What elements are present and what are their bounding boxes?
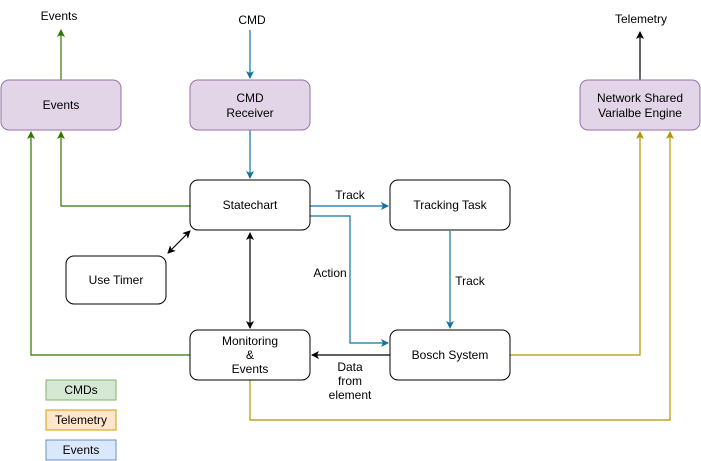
edge-statechart-to-events: [57, 131, 191, 207]
edge-bosch-to-network: [510, 131, 644, 356]
label-telemetry-out: Telemetry: [615, 12, 667, 26]
node-monitoring-line1: Monitoring: [222, 334, 278, 348]
node-bosch-system[interactable]: Bosch System: [389, 329, 511, 381]
legend-cmds: CMDs: [45, 379, 117, 401]
node-network-engine-line2: Varialbe Engine: [598, 106, 682, 120]
node-events[interactable]: Events: [0, 79, 122, 131]
label-cmd-in: CMD: [238, 13, 266, 27]
label-events-out: Events: [41, 9, 78, 23]
node-use-timer[interactable]: Use Timer: [65, 255, 167, 305]
edge-monitoring-to-events: [27, 131, 191, 356]
node-tracking-task-label: Tracking Task: [413, 198, 487, 212]
edge-statechart-to-bosch: [310, 215, 389, 347]
node-cmd-receiver-line2: Receiver: [226, 106, 273, 120]
legend-telemetry-label: Telemetry: [55, 413, 107, 427]
node-use-timer-label: Use Timer: [89, 273, 144, 287]
node-cmd-receiver[interactable]: CMD Receiver: [189, 79, 311, 131]
edge-monitoring-to-network: [249, 131, 674, 421]
label-data-line1: Data: [337, 360, 363, 374]
edge-statechart-usetimer: [167, 230, 191, 254]
node-statechart-label: Statechart: [223, 198, 278, 212]
legend-cmds-label: CMDs: [64, 383, 97, 397]
node-cmd-receiver-line1: CMD: [236, 91, 264, 105]
label-track-top: Track: [335, 188, 366, 202]
label-data-line3: element: [329, 388, 372, 402]
node-network-engine[interactable]: Network Shared Varialbe Engine: [579, 79, 701, 131]
label-data-line2: from: [338, 374, 362, 388]
node-network-engine-line1: Network Shared: [597, 91, 683, 105]
label-action: Action: [313, 266, 346, 280]
node-monitoring-line3: Events: [232, 362, 269, 376]
node-events-label: Events: [43, 98, 80, 112]
node-monitoring-line2: &: [246, 348, 254, 362]
label-track-right: Track: [455, 274, 486, 288]
legend-events-label: Events: [63, 443, 100, 457]
node-statechart[interactable]: Statechart: [189, 179, 311, 231]
node-monitoring[interactable]: Monitoring & Events: [189, 329, 311, 381]
node-tracking-task[interactable]: Tracking Task: [389, 179, 511, 231]
legend-telemetry: Telemetry: [45, 409, 117, 431]
node-bosch-system-label: Bosch System: [412, 348, 489, 362]
legend-events: Events: [45, 439, 117, 461]
